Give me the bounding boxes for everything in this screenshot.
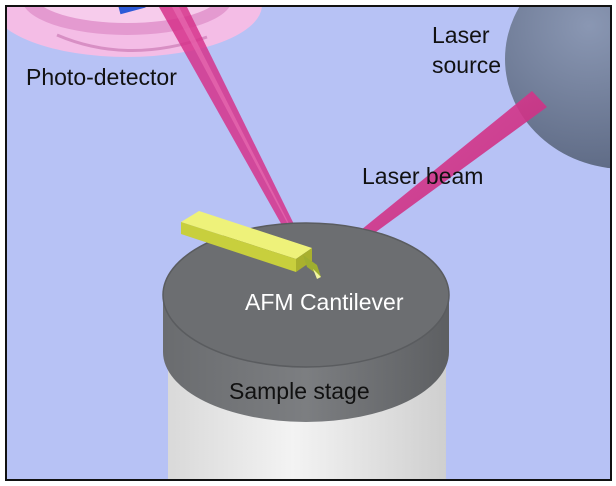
photo-detector xyxy=(7,7,262,57)
sample-stage xyxy=(162,222,450,479)
afm-cantilever xyxy=(181,211,321,279)
laser-source-label: Laser source xyxy=(432,20,501,80)
afm-cantilever-label: AFM Cantilever xyxy=(245,289,404,315)
afm-diagram: Photo-detector Laser source Laser beam A… xyxy=(5,5,612,481)
laser-source xyxy=(505,7,610,169)
laser-beam-label: Laser beam xyxy=(362,163,484,189)
laser-source-label-line2: source xyxy=(432,52,502,78)
afm-scene xyxy=(7,7,610,479)
photo-detector-label: Photo-detector xyxy=(26,64,177,90)
sample-stage-label: Sample stage xyxy=(229,378,370,404)
laser-source-label-line1: Laser xyxy=(432,22,490,48)
laser-beam xyxy=(159,7,547,275)
